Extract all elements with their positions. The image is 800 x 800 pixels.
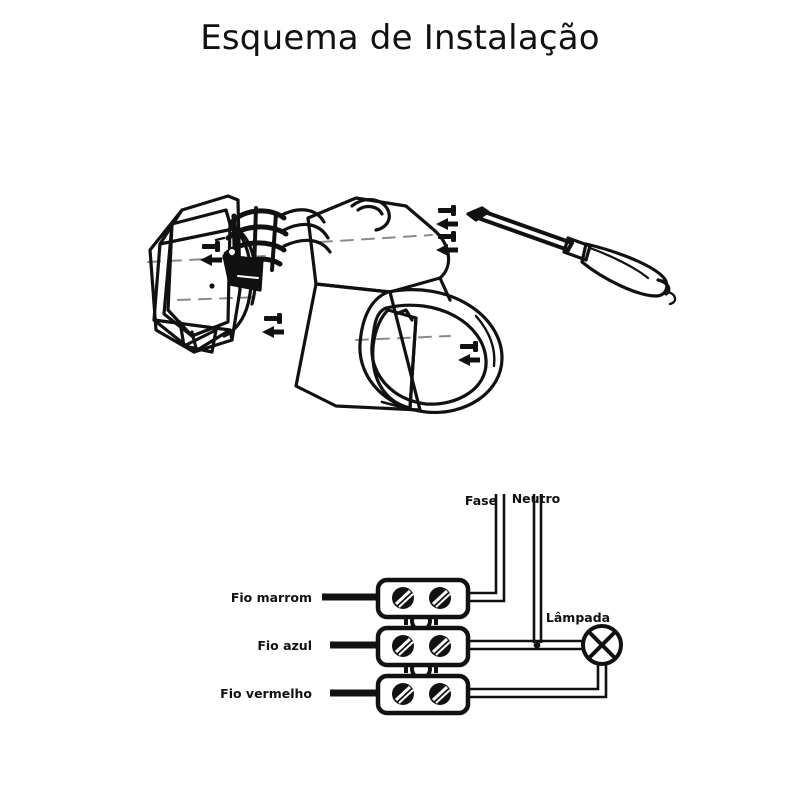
terminal-block-1-body[interactable] — [375, 577, 471, 620]
label-fio-marrom: Fio marrom — [231, 590, 312, 605]
bracket-screw-upper — [200, 241, 222, 266]
incoming-wire-leads — [322, 593, 378, 697]
pir-lens-dome — [358, 288, 504, 415]
lamp-symbol — [581, 624, 623, 666]
terminal-block-2-screws[interactable] — [392, 635, 451, 657]
terminal-block-2-body[interactable] — [375, 625, 471, 668]
exploded-view-svg — [147, 194, 677, 415]
terminal-block-2[interactable] — [375, 625, 471, 668]
hinge-knuckle-joint — [222, 206, 332, 292]
fixing-screw-top-2 — [436, 231, 458, 256]
exploded-view-illustration — [120, 180, 680, 430]
wiring-diagram: Fase Neutro Lâmpada Fio marrom Fio azul … — [200, 480, 660, 740]
bracket-screw-lower — [262, 313, 284, 338]
fixing-screw-bottom — [458, 341, 480, 366]
wiring-diagram-svg: Fase Neutro Lâmpada Fio marrom Fio azul … — [220, 491, 623, 716]
label-fio-azul: Fio azul — [257, 638, 312, 653]
circuit-conductors — [468, 494, 608, 699]
fixing-screw-top — [436, 205, 458, 230]
screwdriver — [466, 206, 677, 306]
label-neutro: Neutro — [512, 491, 561, 506]
label-fase: Fase — [465, 493, 497, 508]
terminal-block-3[interactable] — [375, 673, 471, 716]
terminal-block-1[interactable] — [375, 577, 471, 620]
label-lampada: Lâmpada — [546, 610, 610, 625]
page-title: Esquema de Instalação — [200, 18, 600, 58]
junction-node-neutro — [533, 641, 541, 649]
terminal-block-3-body[interactable] — [375, 673, 471, 716]
fixing-hardware — [200, 205, 480, 366]
terminal-block-3-screws[interactable] — [392, 683, 451, 705]
terminal-block-1-screws[interactable] — [392, 587, 451, 609]
label-fio-vermelho: Fio vermelho — [220, 686, 312, 701]
